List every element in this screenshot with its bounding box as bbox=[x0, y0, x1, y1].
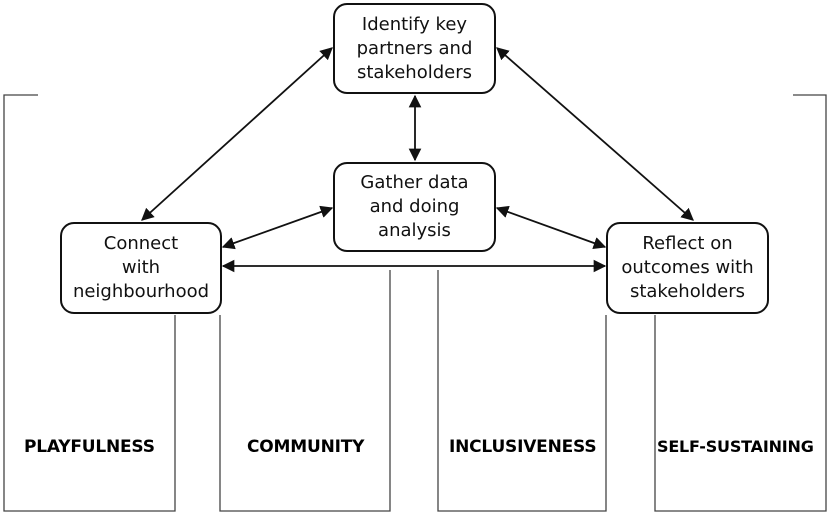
pillar-label-playfulness: PLAYFULNESS bbox=[24, 437, 155, 457]
node-connect-neighbourhood: Connect with neighbourhood bbox=[60, 222, 222, 314]
node-reflect-line-2: outcomes with bbox=[621, 257, 754, 278]
node-reflect-outcomes: Reflect on outcomes with stakeholders bbox=[606, 222, 769, 314]
node-identify-partners: Identify key partners and stakeholders bbox=[333, 3, 496, 94]
pillar-label-self-sustaining: SELF-SUSTAINING bbox=[657, 437, 814, 456]
arrow-gather-connect bbox=[221, 205, 334, 250]
node-identify-line-3: stakeholders bbox=[356, 61, 472, 83]
pillar-outline-inclusiveness bbox=[437, 270, 607, 512]
node-connect-line-1: Connect bbox=[103, 233, 179, 254]
arrow-gather-reflect bbox=[495, 205, 607, 250]
arrow-identify-connect bbox=[141, 47, 333, 221]
pillar-outline-playfulness bbox=[3, 94, 176, 512]
arrow-identify-reflect bbox=[496, 47, 694, 221]
node-gather-line-2: and doing bbox=[369, 196, 460, 217]
pillar-outline-self-sustaining bbox=[654, 94, 827, 512]
pillar-outline-community bbox=[219, 270, 391, 512]
node-identify-line-2: partners and bbox=[356, 37, 473, 59]
node-reflect-line-3: stakeholders bbox=[629, 281, 745, 302]
node-reflect-line-1: Reflect on bbox=[642, 233, 733, 254]
node-connect-line-2: with bbox=[121, 257, 161, 278]
node-connect-line-3: neighbourhood bbox=[72, 281, 210, 302]
pillar-label-inclusiveness: INCLUSIVENESS bbox=[449, 437, 597, 457]
node-gather-data: Gather data and doing analysis bbox=[333, 162, 496, 252]
node-gather-line-3: analysis bbox=[378, 220, 451, 241]
pillar-label-community: COMMUNITY bbox=[247, 437, 365, 457]
node-identify-line-1: Identify key bbox=[361, 13, 468, 35]
node-gather-line-1: Gather data bbox=[360, 172, 469, 193]
